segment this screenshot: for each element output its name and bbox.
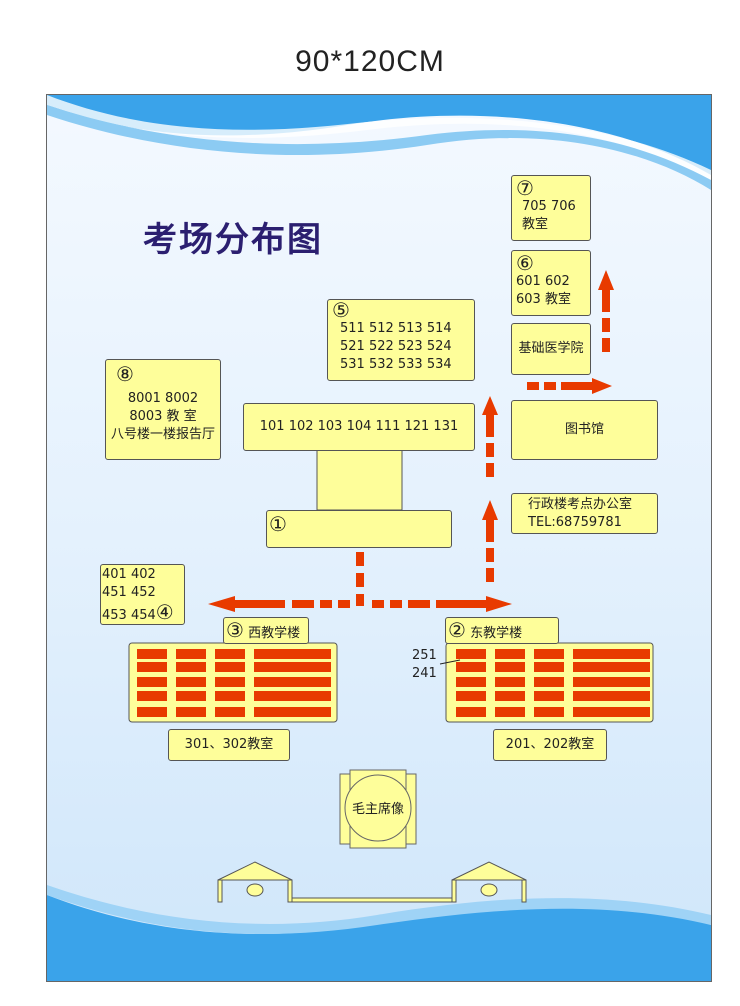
classroom-block (456, 649, 486, 659)
classroom-block (215, 691, 245, 701)
building-number: ③ (226, 618, 244, 642)
classroom-block (456, 662, 486, 672)
building-number: ② (448, 618, 466, 642)
classroom-block (495, 662, 525, 672)
arrow-left (208, 596, 350, 612)
rooms-row: 8001 8002 (127, 391, 199, 406)
rooms: 705 706 (522, 199, 576, 214)
classroom-block (137, 662, 167, 672)
stem-block (316, 449, 403, 511)
classroom-block (137, 649, 167, 659)
admin-phone: TEL:68759781 (528, 515, 622, 530)
classroom-block (534, 707, 564, 717)
classroom-block (176, 649, 206, 659)
library: 图书馆 (511, 400, 658, 460)
classroom-block (456, 707, 486, 717)
classroom-block (573, 649, 650, 659)
building-number: ⑥ (516, 251, 534, 275)
classroom-block (215, 707, 245, 717)
east-building-label: ② 东教学楼 (445, 617, 559, 644)
basic-medicine-building: 基础医学院 (511, 323, 591, 375)
classroom-block (495, 649, 525, 659)
classroom-block (254, 662, 331, 672)
admin-name: 行政楼考点办公室 (528, 497, 633, 512)
classroom-block (495, 691, 525, 701)
building-7: ⑦ 705 706 教室 (511, 175, 591, 241)
pointer-line (439, 659, 461, 665)
building-1: ① (266, 510, 452, 548)
classroom-block (456, 691, 486, 701)
building-name: 西教学楼 (248, 626, 301, 641)
classroom-block (495, 707, 525, 717)
wave-decoration (47, 95, 711, 981)
classroom-block (573, 677, 650, 687)
rooms-row: 531 532 533 534 (340, 357, 452, 372)
classroom-block (573, 707, 650, 717)
classroom-block (254, 707, 331, 717)
rooms-label: 教室 (522, 217, 549, 232)
rooms: 601 602 (516, 274, 570, 289)
classroom-block (176, 707, 206, 717)
classroom-block (137, 691, 167, 701)
statue-label: 毛主席像 (351, 802, 404, 817)
classroom-block (495, 677, 525, 687)
classroom-block (534, 649, 564, 659)
classroom-block (137, 707, 167, 717)
building-8: ⑧ 8001 8002 8003 教 室 八号楼一楼报告厅 (105, 359, 221, 460)
arrow-right (372, 596, 512, 612)
classroom-block (534, 677, 564, 687)
rooms-row: 521 522 523 524 (340, 339, 452, 354)
classroom-block (456, 677, 486, 687)
arrow-up-right-lower (482, 500, 498, 582)
classroom-block (254, 691, 331, 701)
west-rooms: 301、302教室 (168, 729, 290, 761)
rooms-row: 511 512 513 514 (340, 321, 452, 336)
classroom-block (534, 691, 564, 701)
building-number: ⑧ (116, 362, 134, 386)
classroom-block (137, 677, 167, 687)
building-number: ④ (155, 600, 174, 624)
classroom-block (215, 649, 245, 659)
building-name: 东教学楼 (470, 626, 523, 641)
classroom-block (176, 677, 206, 687)
room-241: 241 (412, 666, 437, 681)
rooms-row: 八号楼一楼报告厅 (110, 427, 215, 442)
building-5: ⑤ 511 512 513 514 521 522 523 524 531 53… (327, 299, 475, 381)
size-label: 90*120CM (295, 45, 445, 78)
arrow-up-right-upper (482, 396, 498, 477)
east-rooms: 201、202教室 (493, 729, 607, 761)
rooms-row: 453 454 (102, 608, 156, 623)
rooms-label: 603 教室 (516, 292, 571, 307)
classroom-blocks (137, 649, 650, 717)
arrow-right-top (527, 378, 612, 394)
building-1-rooms: 101 102 103 104 111 121 131 (243, 403, 475, 451)
classroom-block (176, 691, 206, 701)
building-number: ⑦ (516, 176, 534, 200)
classroom-block (573, 691, 650, 701)
building-number: ⑤ (332, 298, 350, 322)
classroom-block (534, 662, 564, 672)
gates (217, 861, 527, 903)
pointer-label: 251 241 (412, 647, 437, 683)
building-6: ⑥ 601 602 603 教室 (511, 250, 591, 316)
classroom-block (176, 662, 206, 672)
building-number: ① (269, 512, 287, 536)
admin-office: 行政楼考点办公室 TEL:68759781 (511, 493, 658, 534)
room-251: 251 (412, 648, 437, 663)
classroom-block (254, 649, 331, 659)
map-title: 考场分布图 (143, 220, 323, 260)
classroom-block (215, 662, 245, 672)
rooms-row: 8003 教 室 (129, 409, 197, 424)
rooms-row: 451 452 (102, 585, 156, 600)
classroom-block (573, 662, 650, 672)
rooms-row: 401 402 (102, 567, 156, 582)
classroom-block (215, 677, 245, 687)
west-building-label: ③ 西教学楼 (223, 617, 309, 644)
arrow-up-top (598, 270, 614, 352)
statue-frame (339, 769, 417, 849)
classroom-block (254, 677, 331, 687)
building-4: 401 402 451 452 453 454④ (100, 564, 185, 625)
